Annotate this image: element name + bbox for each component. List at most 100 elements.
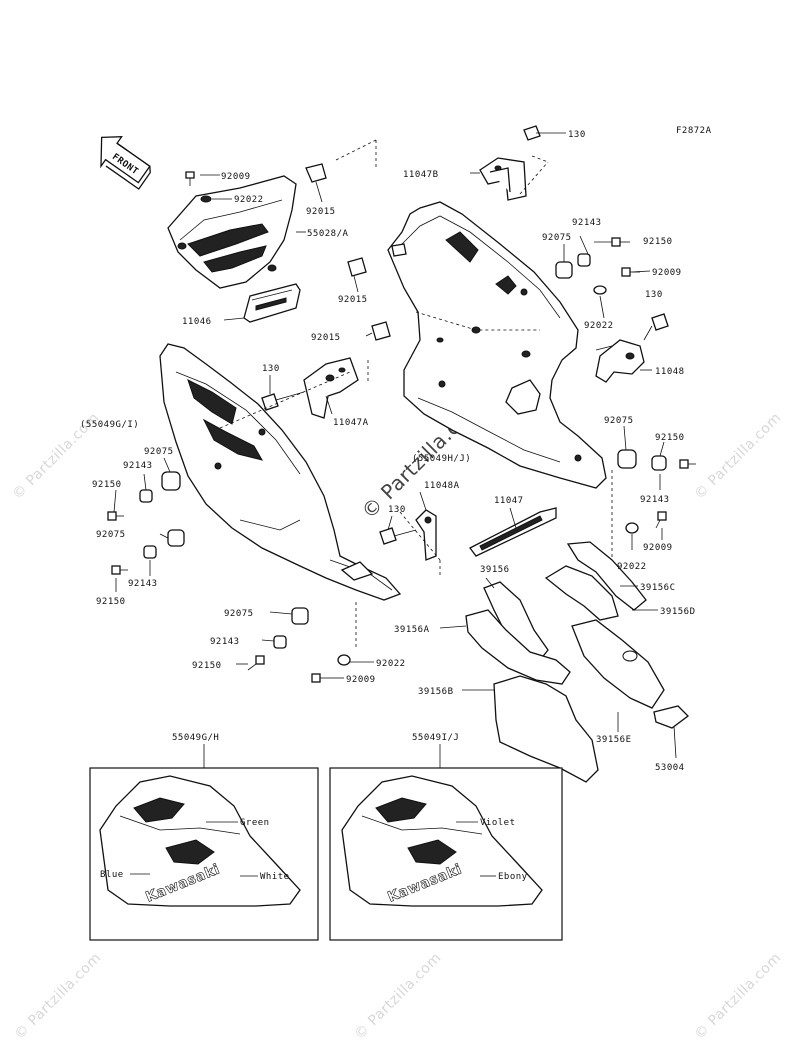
pad-39156d bbox=[566, 541, 647, 611]
pad-39156e bbox=[571, 619, 665, 709]
part-label: 92150 bbox=[92, 480, 122, 490]
part-label: 92015 bbox=[311, 333, 341, 343]
part-label: 130 bbox=[262, 364, 280, 374]
part-label: 92009 bbox=[652, 268, 682, 278]
part-label: 92015 bbox=[306, 207, 336, 217]
inset-left: 55049G/H Kawasaki Green Blue White bbox=[89, 733, 319, 941]
part-label: 11048A bbox=[424, 481, 460, 491]
collar-icon bbox=[273, 635, 287, 649]
figure-code: F2872A bbox=[676, 126, 712, 136]
pad-53004 bbox=[653, 705, 689, 729]
part-label: 92143 bbox=[640, 495, 670, 505]
pad-39156b bbox=[493, 675, 599, 783]
screw-icon bbox=[111, 565, 128, 575]
clip-nut-icon bbox=[305, 163, 327, 183]
collar-icon bbox=[651, 455, 667, 471]
right-lower-cowl bbox=[387, 201, 607, 489]
color-label: Ebony bbox=[498, 872, 528, 882]
part-label: 11048 bbox=[655, 367, 685, 377]
lower-cowl-cover bbox=[167, 175, 297, 289]
part-label: 39156A bbox=[394, 625, 430, 635]
part-label: 92075 bbox=[604, 416, 634, 426]
part-label: (55049H/J) bbox=[412, 454, 471, 464]
grommet-icon bbox=[167, 529, 185, 547]
part-label: (55049G/I) bbox=[80, 420, 139, 430]
part-label: 92150 bbox=[96, 597, 126, 607]
part-label: 92143 bbox=[572, 218, 602, 228]
bracket-11047a bbox=[303, 357, 359, 419]
part-label: 92022 bbox=[584, 321, 614, 331]
part-label: 92143 bbox=[123, 461, 153, 471]
part-label: 55028/A bbox=[307, 229, 349, 239]
part-label: 92075 bbox=[224, 609, 254, 619]
part-label: 92150 bbox=[192, 661, 222, 671]
watermark-bottom-right: © Partzilla.com bbox=[692, 950, 785, 1043]
part-label: 92075 bbox=[144, 447, 174, 457]
bracket-11047 bbox=[469, 507, 557, 557]
collar-icon bbox=[143, 545, 157, 559]
part-label: 39156 bbox=[480, 565, 510, 575]
grommet-icon bbox=[161, 471, 181, 491]
part-label: 53004 bbox=[655, 763, 685, 773]
screw-icon bbox=[655, 511, 667, 529]
clip-nut-icon bbox=[347, 257, 367, 277]
part-label: 92009 bbox=[643, 543, 673, 553]
pad-39156a bbox=[465, 609, 571, 685]
part-label: 92143 bbox=[128, 579, 158, 589]
screw-icon bbox=[311, 673, 330, 683]
bracket-11047b bbox=[479, 157, 527, 201]
washer-icon bbox=[625, 522, 639, 534]
grommet-icon bbox=[291, 607, 309, 625]
part-label: 39156E bbox=[596, 735, 632, 745]
part-label: 92075 bbox=[96, 530, 126, 540]
part-label: 130 bbox=[568, 130, 586, 140]
clip-nut-icon bbox=[371, 321, 391, 341]
washer-icon bbox=[200, 195, 212, 203]
watermark-right: © Partzilla.com bbox=[692, 410, 785, 503]
part-label: 11047 bbox=[494, 496, 524, 506]
washer-icon bbox=[337, 654, 351, 666]
part-label: 92022 bbox=[234, 195, 264, 205]
part-label: 130 bbox=[388, 505, 406, 515]
bolt-icon bbox=[523, 125, 566, 141]
part-label: 39156C bbox=[640, 583, 676, 593]
part-label: 92150 bbox=[655, 433, 685, 443]
part-label: 130 bbox=[645, 290, 663, 300]
left-lower-cowl bbox=[159, 343, 402, 601]
watermark-bottom-left: © Partzilla.com bbox=[12, 950, 105, 1043]
screw-icon bbox=[679, 459, 696, 469]
part-label: 92075 bbox=[542, 233, 572, 243]
pad-39156c bbox=[544, 565, 619, 621]
part-label: 92022 bbox=[376, 659, 406, 669]
color-label: Blue bbox=[100, 870, 124, 880]
screw-icon bbox=[247, 655, 265, 671]
leader-lines bbox=[113, 139, 677, 759]
color-label: Green bbox=[240, 818, 270, 828]
collar-icon bbox=[139, 489, 153, 503]
collar-icon bbox=[577, 253, 591, 267]
part-label: 92022 bbox=[617, 562, 647, 572]
watermark-bottom-center: © Partzilla.com bbox=[352, 950, 445, 1043]
washer-icon bbox=[593, 285, 607, 295]
part-label: 11046 bbox=[182, 317, 212, 327]
screw-icon bbox=[107, 511, 124, 521]
bracket-11048a bbox=[415, 509, 437, 561]
clip-nut-icon bbox=[391, 243, 407, 257]
bolt-icon bbox=[261, 391, 305, 411]
inset-left-title: 55049G/H bbox=[172, 733, 219, 743]
bolt-icon bbox=[379, 527, 417, 545]
part-labels: 130 11047B 92009 92022 92015 55028/A 110… bbox=[80, 130, 696, 773]
bolt-icon bbox=[643, 313, 669, 341]
part-label: 92143 bbox=[210, 637, 240, 647]
grommet-icon bbox=[555, 261, 573, 279]
insulator-pads bbox=[465, 541, 689, 783]
part-label: 92015 bbox=[338, 295, 368, 305]
part-label: 92009 bbox=[221, 172, 251, 182]
part-label: 39156D bbox=[660, 607, 696, 617]
pad-39156 bbox=[483, 581, 549, 661]
front-arrow-icon: FRONT bbox=[100, 136, 151, 190]
color-label: White bbox=[260, 872, 290, 882]
part-label: 92150 bbox=[643, 237, 673, 247]
part-label: 92009 bbox=[346, 675, 376, 685]
